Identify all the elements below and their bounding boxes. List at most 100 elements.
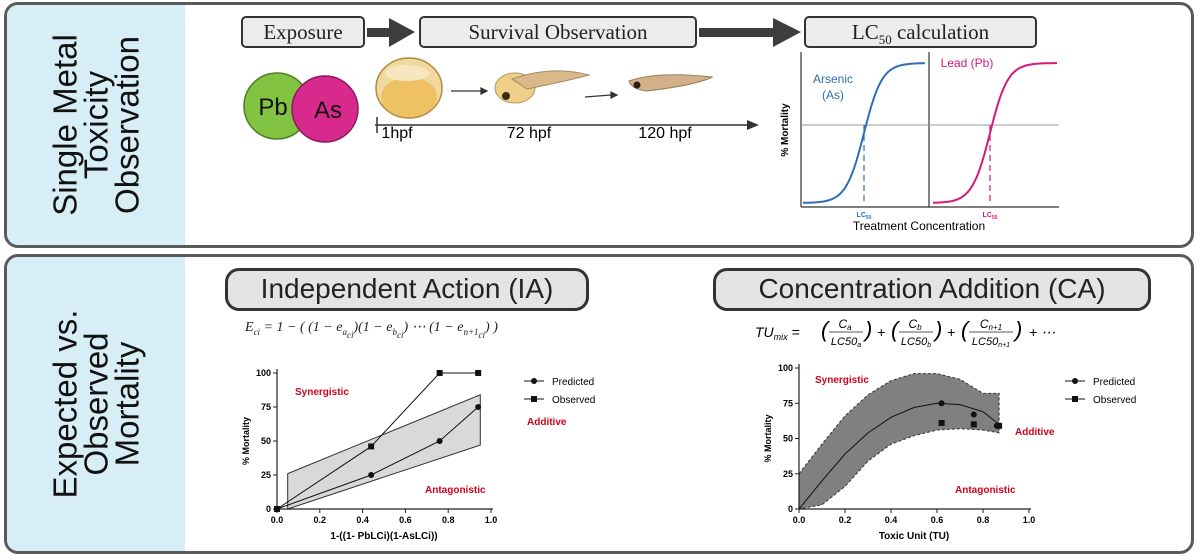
ia-xtick-label: 0.6 [399,515,412,525]
ca-legend-label: Predicted [1093,377,1135,388]
svg-text:(: ( [961,317,971,342]
ia-ytick-label: 0 [266,504,271,514]
as-label: As [314,97,342,124]
ia-xlabel: 1-((1- PbLCi)(1-AsLCi)) [330,531,437,542]
ia-observed-point [475,370,482,376]
ca-fit-curve [798,402,1000,510]
ca-xtick-label: 0.0 [793,515,806,525]
svg-text:): ) [1012,317,1022,342]
ca-observed-point [996,422,1003,429]
arsenic-label-line1: Arsenic [813,72,853,86]
svg-text:(: ( [821,317,831,342]
ia-ytick-label: 25 [261,470,271,480]
svg-text:LC50b: LC50b [901,336,931,349]
ca-ytick-label: 100 [778,363,793,373]
ca-ytick-label: 75 [783,398,793,408]
ca-xtick-label: 0.4 [885,515,898,525]
ia-title: Independent Action (IA) [225,268,589,311]
ia-legend-marker-predicted [531,378,537,384]
ca-legend-marker-predicted [1072,378,1078,384]
lc50-chart-area [799,52,1061,209]
ia-annotation-antagonistic: Antagonistic [425,485,486,496]
arsenic-label-line2: (As) [822,88,844,102]
mixture-panel: Expected vs. Observed Mortality Independ… [4,254,1194,554]
bottom-charts: 0 25 50 75 100 0.0 0.2 0.4 0.6 0.8 1.0 1-((1- PbLCi… [241,363,1136,542]
ia-predicted-point [475,404,482,410]
timepoint-72hpf: 72 hpf [507,125,552,142]
ia-chart: 0 25 50 75 100 0.0 0.2 0.4 0.6 0.8 1.0 1-((1- PbLCi… [241,368,595,542]
lead-curve [932,62,1057,204]
ia-observed-point [274,506,280,512]
top-illustration: Pb As 1hpf 72 hpf 120 hpf [243,18,1061,233]
svg-text:): ) [862,317,872,342]
lc50-stage: LC50 calculation [804,16,1037,48]
ia-ylabel: % Mortality [241,417,251,465]
svg-text:+: + [877,324,885,340]
svg-text:TUmix =: TUmix = [755,324,800,342]
ca-title: Concentration Addition (CA) [713,268,1151,311]
ia-formula: Eci = 1 − ( (1 − eaci)(1 − ebci) ⋯ (1 − … [245,320,498,340]
ca-annotation-antagonistic: Antagonistic [955,485,1016,496]
ca-xtick-label: 1.0 [1023,515,1036,525]
lead-lc50-tick: LC50 [983,212,998,221]
ca-ytick-label: 0 [788,504,793,514]
svg-text:+: + [947,324,955,340]
ca-formula-svg: TUmix = ( Ca LC50a ) + ( Cb LC50b ) + ( … [755,317,1055,349]
lc50-ylabel: % Mortality [780,103,791,157]
embryo-egg-icon [375,57,443,119]
svg-text:): ) [932,317,942,342]
ca-ylabel: % Mortality [763,414,773,462]
timepoint-120hpf: 120 hpf [638,125,692,142]
svg-text:LC50a: LC50a [831,336,861,349]
ca-xtick-label: 0.6 [931,515,944,525]
ca-observed-point [970,421,977,428]
ia-xtick-label: 1.0 [485,515,498,525]
stage-arrows [367,18,801,47]
side-label-top: Single Metal Toxicity Observation [7,5,185,245]
ia-predicted-point [368,472,375,478]
ia-ytick-label: 75 [261,402,271,412]
ca-ytick-label: 25 [783,469,793,479]
ca-predicted-point [970,411,977,418]
ca-xtick-label: 0.8 [977,515,990,525]
ia-ytick-label: 100 [256,368,271,378]
ia-predicted-point [436,438,443,444]
survival-stage: Survival Observation [419,16,697,48]
arsenic-curve [803,62,925,204]
ia-annotation-additive: Additive [527,417,567,428]
ca-confidence-band [798,373,1000,510]
ca-formula: TUmix = ( Ca LC50a ) + ( Cb LC50b ) + ( … [755,315,1115,355]
ia-legend-label: Observed [552,395,595,406]
ca-legend-marker-observed [1072,396,1078,402]
ia-legend-marker-observed [531,396,537,402]
lc50-xlabel: Treatment Concentration [853,219,985,233]
lc50-chart: Arsenic (As) Lead (Pb) LC50 LC50 Treatme… [780,52,1061,233]
ia-xtick-label: 0.2 [314,515,327,525]
larva-72hpf-icon [494,70,591,104]
timepoint-1hpf: 1hpf [381,125,413,142]
ca-annotation-additive: Additive [1015,427,1055,438]
ia-observed-point [436,370,443,376]
as-circle [291,75,359,143]
svg-text:(: ( [891,317,901,342]
larva-120hpf-icon [628,74,714,92]
ca-predicted-point [938,400,945,407]
svg-text:+ ⋯: + ⋯ [1029,324,1055,340]
ia-ytick-label: 50 [261,436,271,446]
ia-predicted-line [276,406,479,510]
ia-xtick-label: 0.8 [442,515,455,525]
ca-observed-point [938,419,945,426]
exposure-stage: Exposure [241,16,365,48]
side-label-bottom: Expected vs. Observed Mortality [7,257,185,551]
ia-observed-line [276,372,479,510]
lead-label: Lead (Pb) [941,56,994,70]
ia-xtick-label: 0.0 [271,515,284,525]
small-arrows [451,87,619,99]
ia-xtick-label: 0.4 [356,515,369,525]
ca-legend-label: Observed [1093,395,1136,406]
timeline-arrowhead [747,120,759,130]
pb-label: Pb [258,94,287,121]
ca-annotation-synergistic: Synergistic [815,375,869,386]
ca-xlabel: Toxic Unit (TU) [879,531,949,542]
arsenic-lc50-tick: LC50 [857,212,872,221]
